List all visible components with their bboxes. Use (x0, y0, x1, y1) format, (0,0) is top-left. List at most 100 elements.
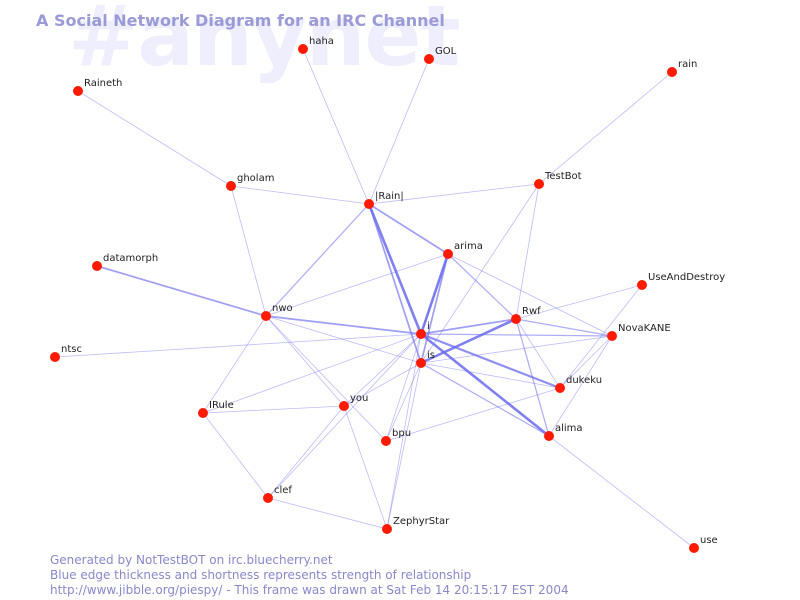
node-label: NovaKANE (618, 323, 671, 334)
node-dot (92, 261, 102, 271)
node-GOL: GOL (424, 46, 457, 64)
node-is: is (416, 350, 435, 368)
node-dot (261, 311, 271, 321)
node-arima: arima (443, 241, 483, 259)
edge-bpu-is (385, 362, 422, 442)
node-label: datamorph (103, 253, 158, 264)
edge-you-clef (267, 405, 345, 499)
node-label: rain (678, 59, 697, 70)
edge-arima-Rwf (447, 253, 517, 320)
node-label: clef (274, 485, 292, 496)
edge-nwo-is (265, 315, 422, 364)
edge-is-Rwf (419, 317, 518, 365)
edge-GOL-Rain (368, 58, 430, 205)
footer-generated-line: Generated by NotTestBOT on irc.bluecherr… (50, 553, 333, 567)
node-Raineth: Raineth (73, 78, 122, 96)
node-dukeku: dukeku (555, 375, 602, 393)
edge-Rain-nwo (265, 203, 370, 317)
footer: Generated by NotTestBOT on irc.bluecherr… (50, 553, 569, 598)
edge-dukeku-UseAndDestroy (559, 284, 643, 389)
node-label: |Rain| (375, 191, 404, 202)
node-label: bpu (392, 428, 411, 439)
node-clef: clef (263, 485, 292, 503)
node-dot (198, 408, 208, 418)
edge-Rain-arima (368, 203, 449, 255)
edge-nwo-you (265, 315, 345, 407)
edge-TestBot-Rwf (515, 183, 540, 320)
channel-watermark: #anynet (68, 0, 461, 85)
node-label: use (700, 535, 718, 546)
node-dot (226, 181, 236, 191)
edge-arima-NovaKANE (447, 253, 613, 337)
node-label: alima (555, 423, 583, 434)
edge-arima-i (419, 252, 450, 336)
node-label: i (427, 321, 430, 332)
node-label: nwo (272, 303, 293, 314)
node-dot (511, 314, 521, 324)
node-ntsc: ntsc (50, 344, 82, 362)
edge-i-Rwf (420, 318, 517, 335)
edge-IRule-you (202, 405, 345, 414)
node-haha: haha (298, 36, 334, 54)
edge-nwo-i (265, 315, 422, 335)
edge-ntsc-i (54, 333, 422, 358)
node-dot (339, 401, 349, 411)
node-i: i (416, 321, 430, 339)
node-use: use (689, 535, 718, 553)
node-label: TestBot (544, 171, 582, 182)
edge-i-dukeku (419, 332, 562, 390)
node-label: dukeku (566, 375, 602, 386)
edge-i-alima (419, 332, 551, 438)
edge-clef-i (267, 333, 422, 499)
edge-is-alima (420, 362, 550, 437)
node-ZephyrStar: ZephyrStar (382, 516, 450, 534)
node-label: UseAndDestroy (648, 272, 725, 283)
edge-clef-ZephyrStar (267, 497, 388, 530)
edge-Rwf-dukeku (515, 318, 561, 389)
node-Rain: |Rain| (364, 191, 404, 209)
edge-bpu-arima (385, 253, 449, 442)
node-UseAndDestroy: UseAndDestroy (637, 272, 725, 290)
footer-legend-line: Blue edge thickness and shortness repres… (50, 568, 472, 582)
node-label: gholam (237, 173, 274, 184)
node-dot (263, 493, 273, 503)
edge-Rwf-UseAndDestroy (515, 284, 643, 320)
edge-haha-Rain (302, 48, 370, 205)
node-label: Rwf (522, 306, 541, 317)
node-label: GOL (435, 46, 457, 57)
edge-Rain-is (368, 203, 422, 364)
edge-you-is (343, 362, 422, 407)
footer-url-line: http://www.jibble.org/piespy/ - This fra… (50, 583, 569, 597)
node-label: is (427, 350, 435, 361)
edge-nwo-bpu (265, 315, 387, 442)
edge-datamorph-nwo (96, 265, 267, 317)
edge-Rain-i (367, 202, 423, 336)
node-dot (50, 352, 60, 362)
node-label: ZephyrStar (393, 516, 450, 527)
node-dot (73, 86, 83, 96)
edge-dukeku-NovaKANE (559, 335, 613, 389)
node-label: arima (454, 241, 483, 252)
node-dot (637, 280, 647, 290)
edge-arima-is (420, 253, 449, 364)
edge-alima-NovaKANE (548, 335, 613, 437)
node-label: you (350, 393, 368, 404)
edge-is-NovaKANE (420, 335, 613, 364)
edge-nwo-IRule (202, 315, 267, 414)
node-dot (416, 358, 426, 368)
edge-Raineth-gholam (77, 90, 232, 187)
node-rain: rain (667, 59, 697, 77)
node-bpu: bpu (381, 428, 411, 446)
edge-IRule-clef (202, 412, 269, 499)
edge-ZephyrStar-i (386, 333, 422, 530)
node-dot (667, 67, 677, 77)
edge-alima-use (548, 435, 695, 549)
edge-bpu-dukeku (385, 387, 561, 442)
node-dot (424, 54, 434, 64)
node-NovaKANE: NovaKANE (607, 323, 671, 341)
node-dot (607, 331, 617, 341)
node-nwo: nwo (261, 303, 293, 321)
edge-i-NovaKANE (420, 333, 613, 337)
